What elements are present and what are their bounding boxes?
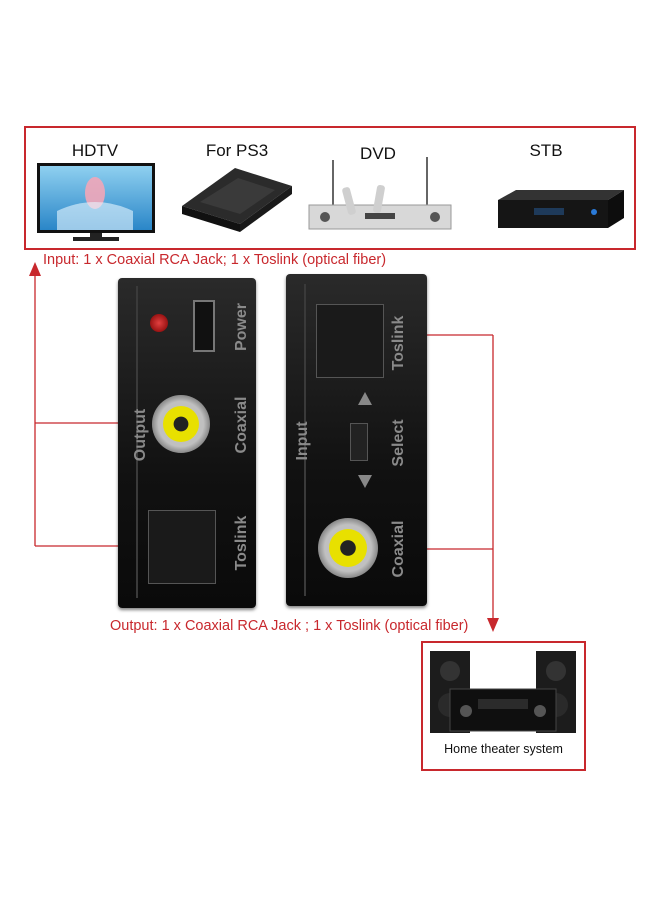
select-switch bbox=[350, 423, 368, 461]
input-coaxial-jack-center bbox=[329, 529, 367, 567]
output-toslink-port bbox=[148, 510, 216, 584]
source-label-dvd: DVD bbox=[360, 144, 396, 163]
arrow-up-icon bbox=[358, 392, 372, 405]
arrow-down-icon bbox=[358, 475, 372, 488]
left-section-label: Output bbox=[132, 408, 149, 462]
left-coaxial-label: Coaxial bbox=[233, 396, 250, 454]
ps3-icon bbox=[182, 168, 292, 232]
left-toslink-label: Toslink bbox=[233, 515, 250, 571]
set-top-box-icon bbox=[498, 190, 624, 228]
right-coaxial-label: Coaxial bbox=[390, 520, 407, 578]
right-section-label: Input bbox=[294, 421, 311, 461]
home-theater-box bbox=[421, 641, 586, 771]
source-label-hdtv: HDTV bbox=[71, 141, 119, 160]
select-label: Select bbox=[390, 419, 407, 467]
home-theater-label: Home theater system bbox=[444, 742, 563, 756]
dvd-player-icon bbox=[308, 157, 452, 230]
output-arrow-down bbox=[487, 618, 499, 632]
source-label-stb: STB bbox=[529, 141, 563, 160]
input-arrow-up bbox=[29, 262, 41, 276]
power-port-icon bbox=[193, 300, 215, 352]
output-description: Output: 1 x Coaxial RCA Jack ; 1 x Tosli… bbox=[110, 618, 469, 634]
source-devices-box bbox=[24, 126, 636, 250]
power-label: Power bbox=[233, 303, 250, 352]
right-device-divider bbox=[304, 284, 306, 596]
hdtv-icon bbox=[37, 163, 155, 241]
source-label-ps3: For PS3 bbox=[205, 141, 269, 160]
power-led-icon bbox=[150, 314, 168, 332]
input-description: Input: 1 x Coaxial RCA Jack; 1 x Toslink… bbox=[43, 252, 387, 268]
input-toslink-port bbox=[316, 304, 384, 378]
output-coaxial-jack-center bbox=[163, 406, 199, 442]
right-toslink-label: Toslink bbox=[390, 315, 407, 371]
left-device-divider bbox=[136, 286, 138, 598]
home-theater-icon bbox=[430, 651, 576, 733]
